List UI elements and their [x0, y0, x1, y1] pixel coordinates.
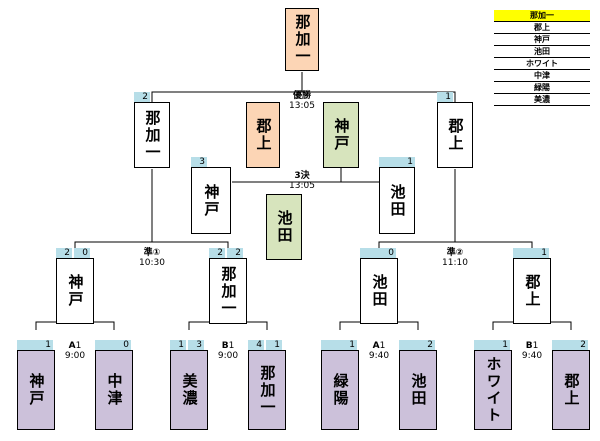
third-time: 13:05 [289, 181, 315, 191]
final-right-score: 1 [437, 92, 453, 102]
legend-row-3: 神戸 [494, 34, 590, 46]
fourth-place-box: 池田 [266, 194, 302, 260]
r1-match3-right-team-name: 池田 [409, 373, 428, 407]
semi2-right-team-name: 郡上 [523, 274, 542, 308]
r1-match1-right-team-name: 中津 [105, 373, 124, 407]
semi1-left-score-a: 2 [56, 248, 72, 258]
r1-match2-court: B [221, 341, 229, 351]
semi2-right-team: 郡上 [513, 258, 551, 324]
r1-match1-left-team: 神戸 [17, 350, 55, 430]
r1-match4-court: B [525, 341, 533, 351]
semi2-label-text: 準② [446, 248, 464, 258]
final-time: 13:05 [289, 101, 315, 111]
legend-row-2: 郡上 [494, 22, 590, 34]
r1-match2-left-score-b: 3 [188, 340, 204, 350]
r1-match2-left-score-a: 1 [170, 340, 186, 350]
semi2-right-score: 1 [513, 248, 549, 258]
r1-match2-num: 1 [228, 341, 235, 351]
semi1-left-score-b: 0 [74, 248, 90, 258]
r1-match4-time: 9:40 [521, 351, 543, 361]
champion-name: 那加一 [293, 14, 312, 65]
r1-match3-num: 1 [379, 341, 386, 351]
champion-box: 那加一 [285, 8, 319, 71]
r1-match3-time: 9:40 [368, 351, 390, 361]
standings-legend: 那加一 郡上 神戸 池田 ホワイト 中津 緑陽 美濃 [494, 10, 590, 106]
semi1-right-score-a: 2 [209, 248, 225, 258]
r1-match3-left-score: 1 [321, 340, 357, 350]
r1-match3-right-team: 池田 [399, 350, 437, 430]
r1-match2-left-team-name: 美濃 [180, 373, 199, 407]
semi1-time: 10:30 [139, 258, 165, 268]
legend-row-6: 中津 [494, 70, 590, 82]
semi1-label-text: 準① [143, 248, 161, 258]
final-label-text: 優勝 [292, 91, 311, 101]
legend-row-7: 緑陽 [494, 82, 590, 94]
third-winner-box: 神戸 [323, 102, 359, 168]
r1-match3-right-score: 2 [399, 340, 435, 350]
semi2-left-team-name: 池田 [370, 274, 389, 308]
r1-match2-right-team: 那加一 [248, 350, 286, 430]
r1-match4-num: 1 [532, 341, 539, 351]
legend-row-5: ホワイト [494, 58, 590, 70]
third-left-score: 3 [191, 157, 207, 167]
r1-match4-left-team: ホワイト [474, 350, 512, 430]
third-label-text: 3決 [294, 171, 310, 181]
semi1-left-team: 神戸 [56, 258, 94, 324]
r1-match3-left-team-name: 緑陽 [331, 373, 350, 407]
third-left-team: 神戸 [191, 167, 231, 234]
r1-match2-time: 9:00 [217, 351, 239, 361]
r1-match2-right-score-b: 1 [266, 340, 282, 350]
semi2-left-score: 0 [360, 248, 396, 258]
semi1-right-team-name: 那加一 [219, 265, 238, 317]
semi1-right-score-b: 2 [227, 248, 243, 258]
r1-match1-left-score: 1 [17, 340, 53, 350]
runner-up-name: 郡上 [254, 118, 273, 152]
r1-match4-right-team-name: 郡上 [562, 373, 581, 407]
r1-match4-right-team: 郡上 [552, 350, 590, 430]
r1-match1-court: A [68, 341, 76, 351]
legend-row-4: 池田 [494, 46, 590, 58]
semi2-left-team: 池田 [360, 258, 398, 324]
r1-match1-num: 1 [75, 341, 82, 351]
r1-match2-right-score-a: 4 [248, 340, 264, 350]
fourth-place-name: 池田 [275, 210, 294, 244]
final-left-score: 2 [134, 92, 150, 102]
third-left-team-name: 神戸 [202, 183, 221, 218]
r1-match2-left-team: 美濃 [170, 350, 208, 430]
semi1-left-team-name: 神戸 [66, 274, 85, 308]
r1-match1-right-score: 0 [95, 340, 131, 350]
semi2-time: 11:10 [442, 258, 468, 268]
final-right-team: 郡上 [437, 102, 473, 168]
legend-row-8: 美濃 [494, 94, 590, 106]
semi1-right-team: 那加一 [209, 258, 247, 324]
third-right-team: 池田 [379, 167, 415, 234]
final-left-team-name: 那加一 [143, 109, 162, 161]
third-right-score: 1 [379, 157, 415, 167]
r1-match2-right-team-name: 那加一 [258, 364, 277, 416]
third-winner-name: 神戸 [332, 118, 351, 152]
runner-up-box: 郡上 [246, 102, 280, 168]
r1-match1-time: 9:00 [64, 351, 86, 361]
final-left-team: 那加一 [134, 102, 170, 168]
r1-match3-left-team: 緑陽 [321, 350, 359, 430]
r1-match1-right-team: 中津 [95, 350, 133, 430]
legend-row-1: 那加一 [494, 10, 590, 22]
r1-match4-left-team-name: ホワイト [484, 356, 503, 424]
final-right-team-name: 郡上 [446, 118, 465, 152]
r1-match4-right-score: 2 [552, 340, 588, 350]
third-right-team-name: 池田 [388, 183, 407, 218]
r1-match1-left-team-name: 神戸 [27, 373, 46, 407]
r1-match4-left-score: 1 [474, 340, 510, 350]
r1-match3-court: A [372, 341, 380, 351]
